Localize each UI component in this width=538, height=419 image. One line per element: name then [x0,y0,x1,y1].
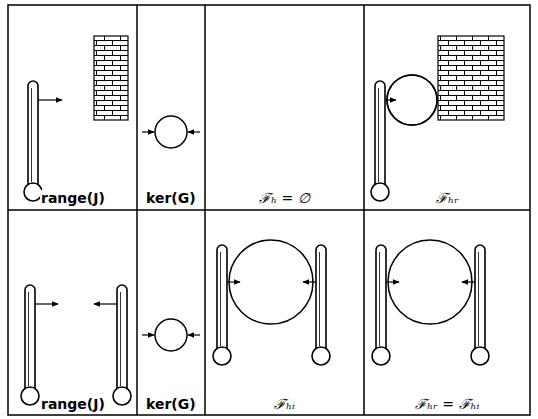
set-label: ℱₕᵣ [435,190,460,206]
panel-label: ker(G) [145,190,197,206]
grid [8,5,530,415]
panel-label: range(J) [40,190,106,206]
set-label: ℱₕᵢ [273,396,296,412]
set-label: ℱₕᵣ = ℱₕᵢ [414,396,480,412]
set-label: ℱₕ = ∅ [258,190,311,206]
panel-label: ker(G) [145,396,197,412]
panel-label: range(J) [40,396,106,412]
